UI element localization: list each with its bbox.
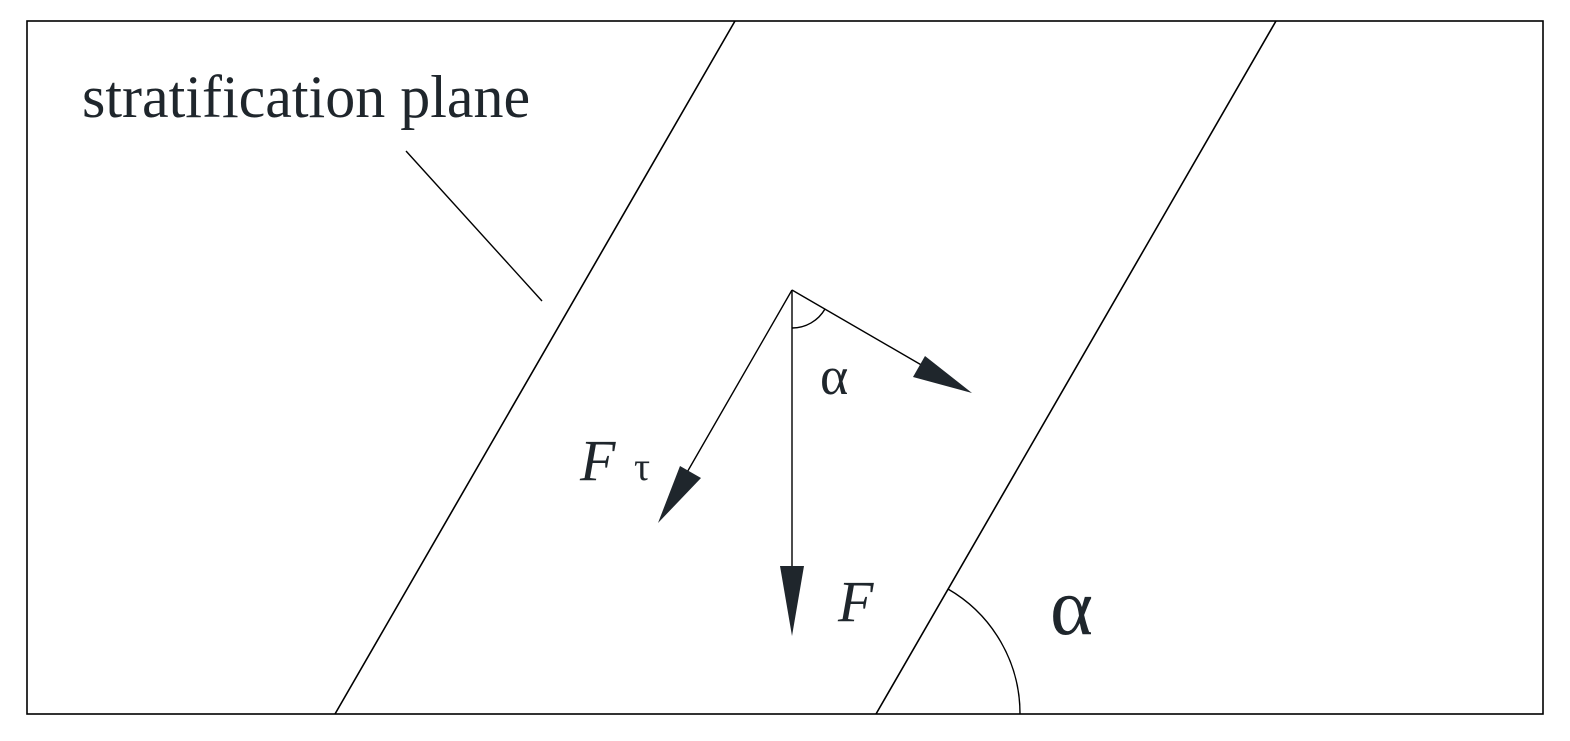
outer-angle-arc bbox=[947, 588, 1021, 715]
inner-angle-label: α bbox=[820, 346, 848, 406]
force-f-tau-shaft bbox=[677, 289, 793, 489]
force-f-arrowhead bbox=[780, 566, 804, 636]
force-f-label: F bbox=[837, 569, 874, 634]
force-f-tau-base: F bbox=[579, 428, 616, 493]
force-vector-normal bbox=[791, 289, 972, 393]
stratification-plane-left-line bbox=[334, 20, 736, 715]
force-f-tau-subscript: τ bbox=[634, 444, 650, 489]
force-normal-arrowhead bbox=[913, 356, 972, 393]
force-vector-f bbox=[780, 290, 804, 636]
force-normal-shaft bbox=[791, 289, 931, 371]
force-vector-f-tau bbox=[658, 289, 793, 523]
stratification-plane-right-line bbox=[875, 20, 1277, 715]
frame-border bbox=[26, 20, 1544, 715]
force-f-tau-arrowhead bbox=[658, 466, 701, 523]
outer-angle-label: α bbox=[1050, 561, 1093, 652]
stratification-plane-leader-line bbox=[405, 150, 543, 302]
force-f-tau-label: F τ bbox=[579, 428, 650, 493]
inner-angle-arc bbox=[791, 308, 826, 329]
stratification-plane-label: stratification plane bbox=[82, 64, 530, 130]
